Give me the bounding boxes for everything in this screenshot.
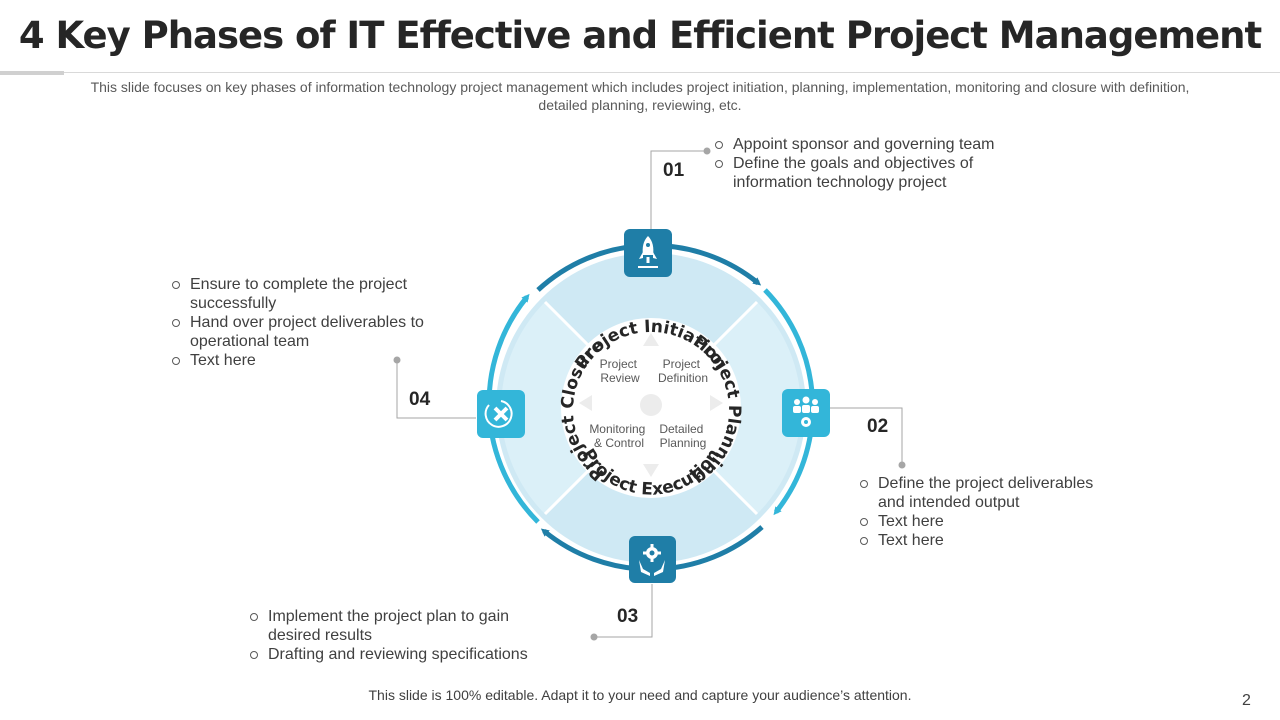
close-icon	[484, 400, 513, 428]
team-gear-icon	[793, 396, 819, 427]
bullet-item: Define the goals and objectives of infor…	[715, 154, 1015, 192]
bullet-item: Drafting and reviewing specifications	[250, 645, 550, 664]
bullet-item: Define the project deliverables and inte…	[860, 474, 1105, 512]
phase-01-bullets: Appoint sponsor and governing team Defin…	[715, 135, 1015, 192]
page-title: 4 Key Phases of IT Effective and Efficie…	[18, 14, 1262, 57]
bullet-item: Text here	[860, 512, 1105, 531]
connector-dot-02	[898, 461, 906, 469]
center-cell-bottom-right: Detailed Planning	[659, 422, 706, 450]
rocket-icon	[638, 236, 658, 268]
phase-number-04: 04	[409, 389, 431, 410]
center-cell-top-right: Project Definition	[658, 357, 708, 385]
phase-03-bullets: Implement the project plan to gain desir…	[250, 607, 550, 664]
bullet-item: Ensure to complete the project successfu…	[172, 275, 447, 313]
connector-03	[594, 584, 653, 638]
connector-01	[650, 150, 707, 230]
connector-dot-04	[393, 356, 401, 364]
phase-icon-box-03	[629, 536, 676, 583]
phase-icon-box-02	[782, 389, 830, 437]
bullet-item: Text here	[172, 351, 447, 370]
phase-number-01: 01	[663, 160, 685, 181]
center-arrow-right	[710, 395, 723, 411]
gear-hands-icon	[639, 544, 665, 576]
phase-04-bullets: Ensure to complete the project successfu…	[172, 275, 447, 370]
page-subtitle: This slide focuses on key phases of info…	[90, 79, 1190, 113]
phase-02-bullets: Define the project deliverables and inte…	[860, 474, 1105, 550]
center-dot	[640, 394, 662, 416]
page-number: 2	[1242, 692, 1251, 709]
phase-number-02: 02	[867, 416, 889, 437]
phase-icon-box-01	[624, 229, 672, 277]
center-arrow-left	[579, 395, 592, 411]
bullet-item: Hand over project deliverables to operat…	[172, 313, 447, 351]
bullet-item: Implement the project plan to gain desir…	[250, 607, 550, 645]
bullet-item: Appoint sponsor and governing team	[715, 135, 1015, 154]
phase-icon-box-04	[477, 390, 525, 438]
title-accent-bar	[0, 71, 64, 75]
center-arrow-up	[643, 333, 659, 346]
phase-number-03: 03	[617, 606, 639, 627]
connector-dot-03	[590, 633, 598, 641]
footer-note: This slide is 100% editable. Adapt it to…	[368, 687, 912, 703]
connector-02	[830, 407, 903, 465]
center-arrow-down	[643, 464, 659, 477]
bullet-item: Text here	[860, 531, 1105, 550]
title-divider	[0, 72, 1280, 73]
connector-dot-01	[703, 147, 711, 155]
center-cell-bottom-left: Monitoring & Control	[589, 422, 648, 450]
connector-04	[396, 360, 476, 419]
center-cell-top-left: Project Review	[600, 357, 641, 385]
